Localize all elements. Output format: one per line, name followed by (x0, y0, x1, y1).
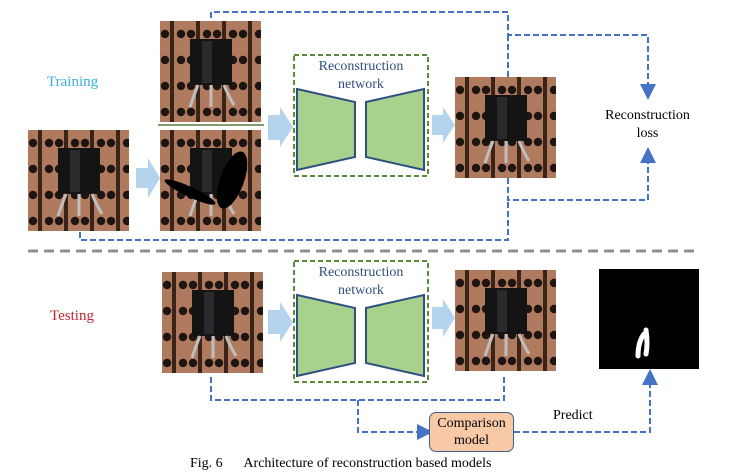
defect-mask-image (599, 269, 699, 369)
masked-pcb-image (158, 128, 263, 233)
original-pcb-image (26, 128, 131, 233)
figure-caption-text: Architecture of reconstruction based mod… (243, 456, 492, 471)
loss-label-line1: Reconstruction (605, 108, 690, 123)
testing-reconstruction-network (293, 260, 429, 383)
figure-caption: Fig. 6 Architecture of reconstruction ba… (190, 456, 491, 472)
training-stage-label: Training (47, 74, 99, 90)
training-reconstruction-network (293, 54, 429, 177)
testing-flow-lines (210, 369, 658, 440)
network-label-line1: Reconstruction (318, 265, 404, 280)
reconstruction-loss-label: Reconstruction loss (600, 107, 695, 143)
skip-connection-top (210, 11, 656, 100)
predict-label: Predict (553, 408, 593, 423)
clean-pcb-image (158, 19, 263, 124)
recon-to-loss-bottom (507, 147, 656, 201)
block-arrow-3 (432, 107, 455, 143)
encoder-shape (296, 87, 356, 172)
test-pcb-image (160, 270, 265, 375)
loss-label-line2: loss (636, 126, 659, 141)
decoder-shape (365, 293, 425, 378)
predict-line (514, 369, 658, 433)
comparison-model-box: Comparison model (429, 412, 514, 452)
block-arrow-5 (432, 299, 455, 337)
decoder-shape (365, 87, 425, 172)
test-input-line (210, 374, 505, 401)
comparison-label-line2: model (454, 433, 489, 448)
testing-network-label: Reconstruction network (296, 264, 426, 300)
block-arrow-2 (268, 107, 293, 147)
network-label-line2: network (338, 283, 384, 298)
reconstructed-pcb-image (453, 75, 558, 180)
network-label-line2: network (338, 77, 384, 92)
comparison-label-line1: Comparison (437, 416, 506, 431)
training-flow-lines (79, 11, 656, 241)
training-network-label: Reconstruction network (296, 58, 426, 94)
original-to-loss (79, 200, 509, 241)
block-arrow-1 (136, 158, 160, 198)
test-reconstructed-image (453, 268, 558, 373)
network-label-line1: Reconstruction (318, 59, 404, 74)
encoder-shape (296, 293, 356, 378)
block-arrow-4 (268, 302, 293, 342)
to-comparison-line (357, 400, 433, 440)
figure-number: Fig. 6 (190, 456, 223, 471)
testing-stage-label: Testing (50, 308, 94, 324)
